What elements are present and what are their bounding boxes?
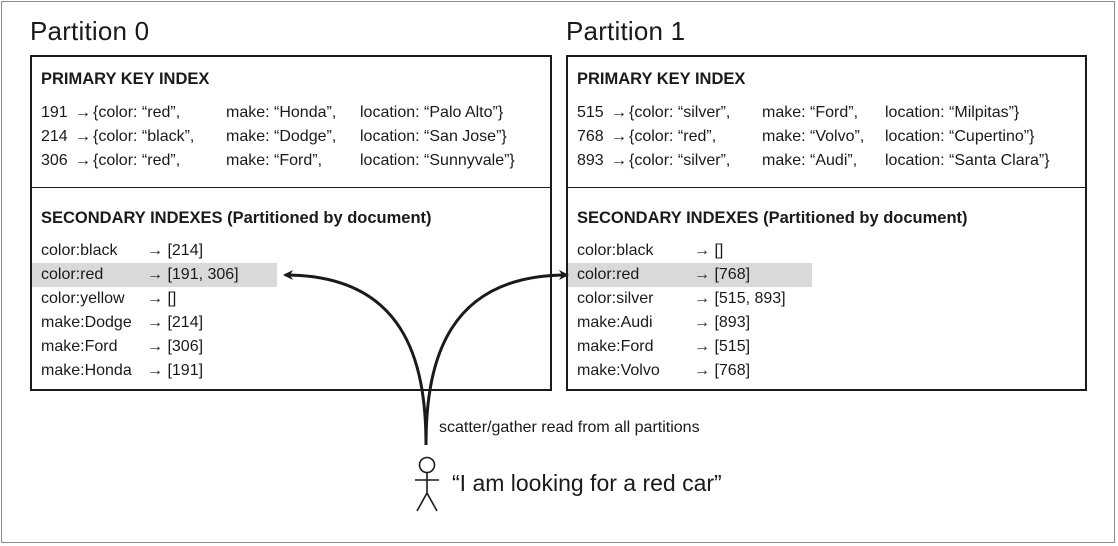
partition-0-secondary-title: SECONDARY INDEXES (Partitioned by docume… [41,209,432,227]
partition-1-box: PRIMARY KEY INDEX 515 → {color: “silver”… [566,55,1087,391]
partition-1-divider [568,187,1085,188]
partition-1-highlight [568,263,812,287]
partition-1-title: Partition 1 [566,16,686,46]
arrow-to-partition-0 [283,270,428,446]
partition-0-highlight [32,263,277,287]
partition-0-primary-title: PRIMARY KEY INDEX [41,70,210,88]
partition-0-title: Partition 0 [30,16,150,46]
arrow-to-partition-1 [424,270,569,446]
partition-0-divider [32,187,550,188]
user-quote: “I am looking for a red car” [452,470,722,496]
scatter-gather-caption: scatter/gather read from all partitions [439,419,700,436]
partition-0-box: PRIMARY KEY INDEX 191 → {color: “red”, m… [30,55,552,391]
partition-1-secondary-title: SECONDARY INDEXES (Partitioned by docume… [577,209,968,227]
person-icon [415,456,439,512]
partition-1-primary-title: PRIMARY KEY INDEX [577,70,746,88]
